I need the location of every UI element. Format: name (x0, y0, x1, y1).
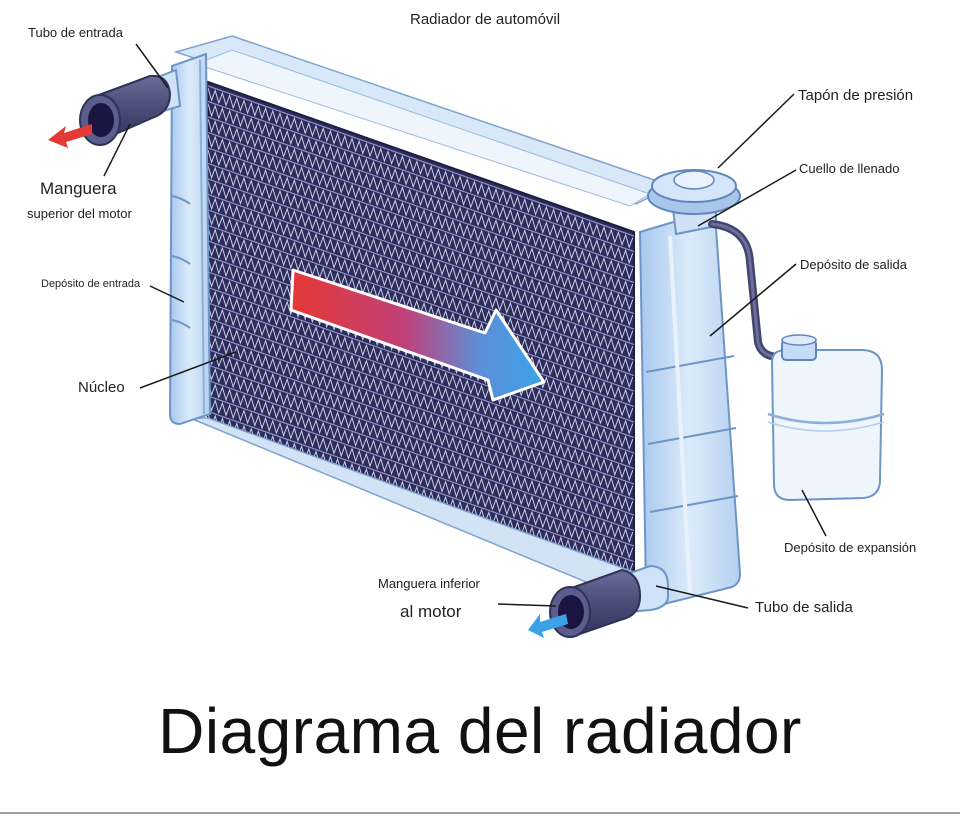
core-tube (208, 85, 634, 237)
leader-core (139, 351, 237, 389)
diagram-title: Radiador de automóvil (410, 11, 561, 28)
core-tube (208, 162, 634, 315)
core-tube (208, 395, 634, 547)
leader-expansion-tank (801, 489, 827, 537)
label-core: Núcleo (78, 379, 125, 396)
core-fin (208, 149, 634, 311)
core-tube (208, 147, 634, 299)
bottom-divider (0, 812, 960, 814)
core-fin (208, 397, 634, 559)
core-tube (208, 131, 634, 284)
hot-inflow-arrow (48, 124, 92, 148)
label-outlet-tank: Depósito de salida (800, 257, 907, 272)
core-fin (208, 180, 634, 342)
core-tube (208, 116, 634, 268)
label-outlet-pipe: Tubo de salida (755, 599, 853, 616)
leader-outlet-tank (709, 263, 797, 337)
core-tube (208, 333, 634, 485)
outlet-tank (638, 212, 742, 606)
label-inlet-tank: Depósito de entrada (41, 278, 141, 290)
upper-hose (79, 74, 172, 146)
core-tube (208, 209, 634, 361)
core-tube (208, 286, 634, 439)
core-tube (208, 379, 634, 532)
core-fin (208, 289, 634, 451)
core-fin (208, 103, 634, 265)
core-fin (208, 366, 634, 528)
label-lower-hose-line1: Manguera inferior (378, 576, 480, 591)
leader-outlet-pipe (655, 585, 749, 609)
inlet-tank (168, 52, 212, 426)
core-fin (208, 273, 634, 435)
label-upper-hose-line1: Manguera (40, 179, 117, 198)
pressure-cap (647, 169, 741, 215)
core-fin (208, 134, 634, 296)
core-tube (208, 224, 634, 377)
leader-filler-neck (697, 169, 797, 227)
core-fin (208, 87, 634, 249)
core-fin (208, 320, 634, 482)
core-tube (208, 100, 634, 253)
core-fin (208, 382, 634, 544)
lower-hose (549, 568, 642, 638)
core-tube (208, 364, 634, 516)
core-fin (208, 165, 634, 327)
core-fin (208, 196, 634, 358)
label-lower-hose-line2: al motor (400, 602, 462, 621)
leader-inlet-tank (149, 285, 185, 303)
leader-lower-hose (497, 603, 557, 607)
core-tube (208, 317, 634, 470)
leader-inlet-pipe (135, 43, 169, 89)
label-upper-hose-line2: superior del motor (27, 206, 132, 221)
leader-upper-hose (103, 123, 131, 177)
coolant-flow-arrow (289, 268, 546, 402)
core-fin (208, 211, 634, 373)
core-fin (208, 304, 634, 466)
label-pressure-cap: Tapón de presión (798, 87, 914, 104)
expansion-tank (767, 334, 885, 502)
core-tube (208, 348, 634, 501)
diagram-caption: Diagrama del radiador (158, 695, 802, 767)
top-frame (173, 35, 674, 207)
label-expansion-tank: Depósito de expansión (784, 540, 917, 555)
leader-lines (103, 43, 827, 609)
cold-outflow-arrow (528, 614, 568, 638)
leader-pressure-cap (717, 93, 795, 169)
core-tube (208, 410, 634, 563)
core-fin (208, 118, 634, 280)
core-tube (208, 193, 634, 346)
core-fin (208, 335, 634, 497)
core-fin (208, 351, 634, 513)
label-inlet-pipe: Tubo de entrada (28, 25, 123, 40)
label-filler-neck: Cuello de llenado (799, 161, 900, 176)
core-tube (208, 178, 634, 330)
core-tube (208, 302, 634, 454)
